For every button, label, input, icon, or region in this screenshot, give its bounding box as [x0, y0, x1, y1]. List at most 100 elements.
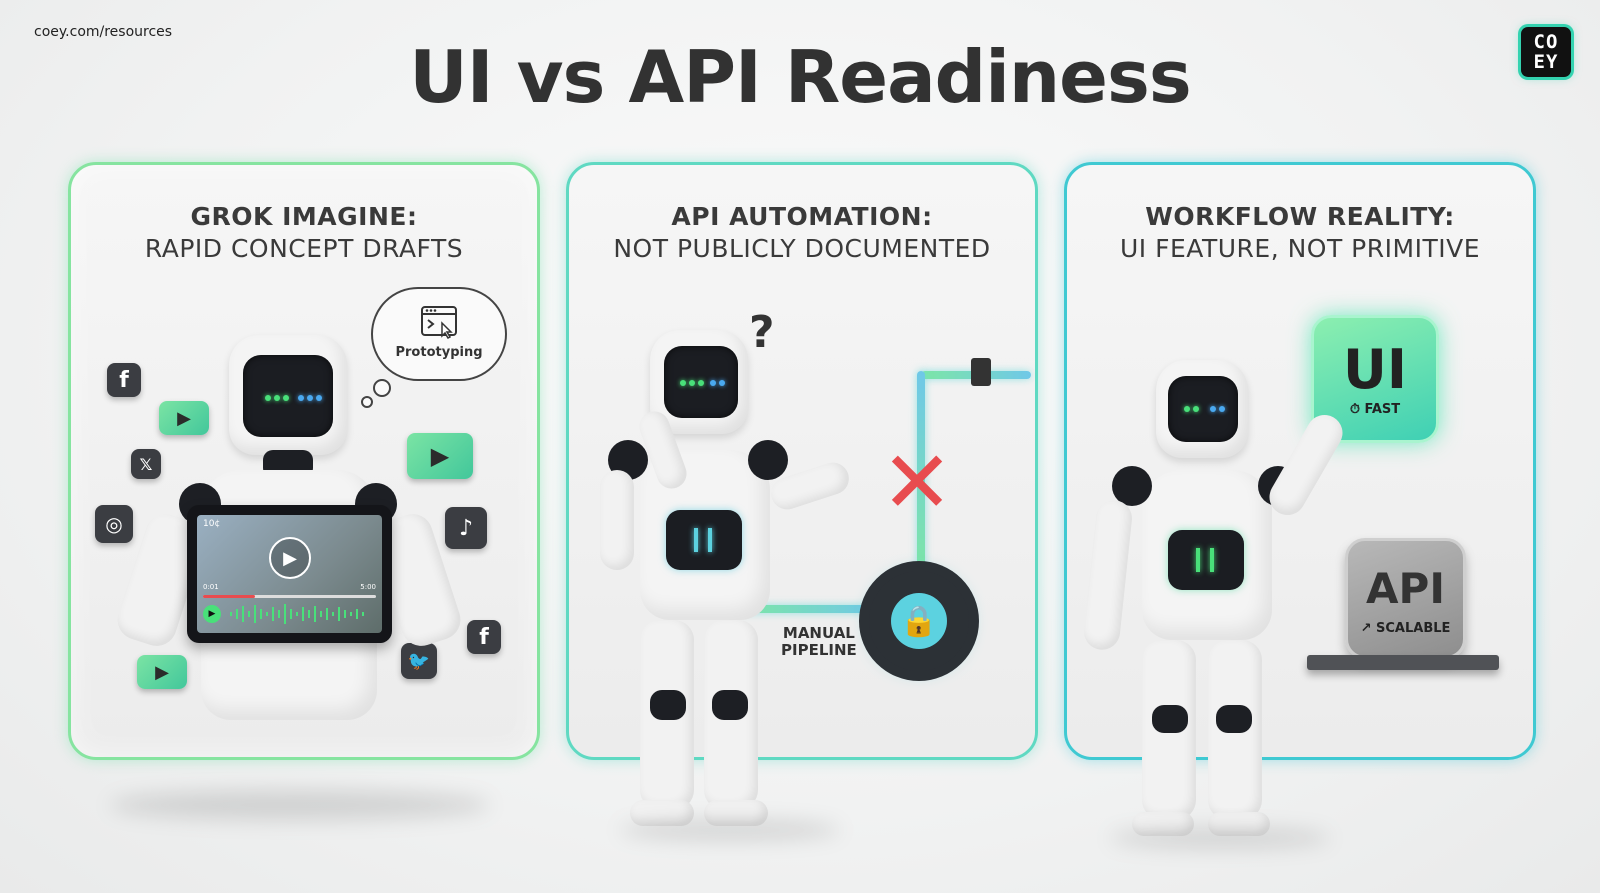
panel-title-sub: UI FEATURE, NOT PRIMITIVE	[1120, 234, 1480, 263]
pipeline-label-line2: PIPELINE	[781, 641, 857, 659]
api-badge: API ↗ SCALABLE	[1345, 538, 1466, 659]
robot-visor	[1168, 376, 1238, 442]
robot-eye	[274, 395, 280, 401]
robot-eye	[1193, 406, 1199, 412]
shelf	[1307, 655, 1499, 670]
floor-shadow	[620, 820, 840, 840]
robot-knee	[712, 690, 748, 720]
gear-lock-icon: 🔒	[869, 571, 969, 671]
robot-head	[650, 330, 748, 434]
api-badge-sub: ↗ SCALABLE	[1361, 621, 1451, 636]
instagram-icon: ◎	[95, 505, 133, 543]
youtube-play-icon: ▶	[159, 401, 209, 435]
blocked-x-icon: ✕	[881, 433, 954, 533]
thought-cloud: Prototyping	[371, 287, 507, 381]
robot-foot	[1208, 812, 1270, 836]
robot-eye	[265, 395, 271, 401]
robot-eye	[710, 380, 716, 386]
coey-logo: COEY	[1521, 27, 1571, 77]
thought-label: Prototyping	[395, 345, 483, 360]
robot-head	[1156, 360, 1248, 458]
thought-bubble-dot-small	[361, 396, 373, 408]
pipeline-label: MANUAL PIPELINE	[781, 625, 857, 659]
panel-title-main: API AUTOMATION:	[671, 202, 933, 231]
x-icon: 𝕏	[131, 449, 161, 479]
robot-core-light	[1210, 548, 1214, 572]
stopwatch-icon: ⏱	[1349, 401, 1360, 417]
robot-knee	[1216, 705, 1252, 733]
robot-visor	[664, 346, 738, 418]
panel-title: GROK IMAGINE: RAPID CONCEPT DRAFTS	[71, 201, 537, 265]
youtube-play-icon: ▶	[137, 655, 187, 689]
lock-icon: 🔒	[891, 593, 947, 649]
play-button[interactable]: ▶	[269, 537, 311, 579]
panel-title-main: GROK IMAGINE:	[190, 202, 418, 231]
site-url[interactable]: coey.com/resources	[34, 24, 173, 40]
panel-title-sub: NOT PUBLICLY DOCUMENTED	[613, 234, 991, 263]
robot-knee	[1152, 705, 1188, 733]
ui-badge: UI ⏱ FAST	[1311, 315, 1439, 443]
logo-text: COEY	[1533, 31, 1559, 73]
api-badge-label: API	[1366, 564, 1445, 613]
robot-eye	[298, 395, 304, 401]
robot-eye	[719, 380, 725, 386]
thought-bubble-dot-large	[373, 379, 391, 397]
robot-head	[229, 335, 347, 455]
floor-shadow	[1110, 828, 1330, 848]
prototype-window-icon	[421, 306, 457, 339]
tiktok-icon: ♪	[445, 507, 487, 549]
robot-foot	[704, 800, 768, 826]
panel-title: WORKFLOW REALITY: UI FEATURE, NOT PRIMIT…	[1067, 201, 1533, 265]
robot-eye	[283, 395, 289, 401]
robot-holding-ui	[1082, 360, 1398, 850]
tablet-top-label: 10¢	[203, 519, 221, 529]
video-tablet: 10¢ ▶ 0:01 5:00 ▶	[187, 505, 392, 643]
api-badge-sub-text: SCALABLE	[1376, 621, 1451, 636]
pipe-connector	[971, 358, 991, 386]
robot-arm	[600, 470, 634, 570]
robot-eye	[680, 380, 686, 386]
robot-core-light	[694, 528, 698, 552]
robot-core	[666, 510, 742, 570]
floor-shadow	[110, 790, 490, 820]
audio-waveform	[230, 604, 364, 624]
robot-arm-raised	[1262, 408, 1350, 522]
robot-core-light	[708, 528, 712, 552]
question-mark: ?	[749, 307, 775, 358]
panel-title-sub: RAPID CONCEPT DRAFTS	[144, 234, 464, 263]
panel-title: API AUTOMATION: NOT PUBLICLY DOCUMENTED	[569, 201, 1035, 265]
robot-eye	[1210, 406, 1216, 412]
page-title: UI vs API Readiness	[409, 35, 1191, 119]
ui-badge-label: UI	[1343, 337, 1407, 401]
tablet-screen: 10¢ ▶ 0:01 5:00 ▶	[197, 515, 382, 633]
robot-eye	[689, 380, 695, 386]
robot-foot	[630, 800, 694, 826]
ui-badge-sub: ⏱ FAST	[1350, 402, 1400, 417]
youtube-play-icon: ▶	[407, 433, 473, 479]
robot-eye	[698, 380, 704, 386]
waveform-play-icon[interactable]: ▶	[203, 605, 221, 623]
progress-track[interactable]	[203, 595, 376, 598]
robot-eye	[316, 395, 322, 401]
panel-grok-imagine: GROK IMAGINE: RAPID CONCEPT DRAFTS Proto…	[68, 162, 540, 760]
pipe-vertical	[917, 371, 925, 576]
pipe-bottom	[739, 605, 879, 613]
robot-core	[1168, 530, 1244, 590]
robot-shoulder	[1112, 466, 1152, 506]
robot-eye	[307, 395, 313, 401]
facebook-icon: f	[467, 620, 501, 654]
scale-arrow-icon: ↗	[1360, 621, 1372, 636]
robot-eye	[1184, 406, 1190, 412]
robot-core-light	[1196, 548, 1200, 572]
robot-shoulder	[748, 440, 788, 480]
robot-eye	[1219, 406, 1225, 412]
facebook-icon: f	[107, 363, 141, 397]
time-start: 0:01	[203, 583, 219, 591]
robot-knee	[650, 690, 686, 720]
progress-fill	[203, 595, 255, 598]
ui-badge-sub-text: FAST	[1364, 401, 1401, 417]
panel-title-main: WORKFLOW REALITY:	[1145, 202, 1455, 231]
robot-foot	[1132, 812, 1194, 836]
pipeline-label-line1: MANUAL	[782, 624, 855, 642]
time-end: 5:00	[360, 583, 376, 591]
